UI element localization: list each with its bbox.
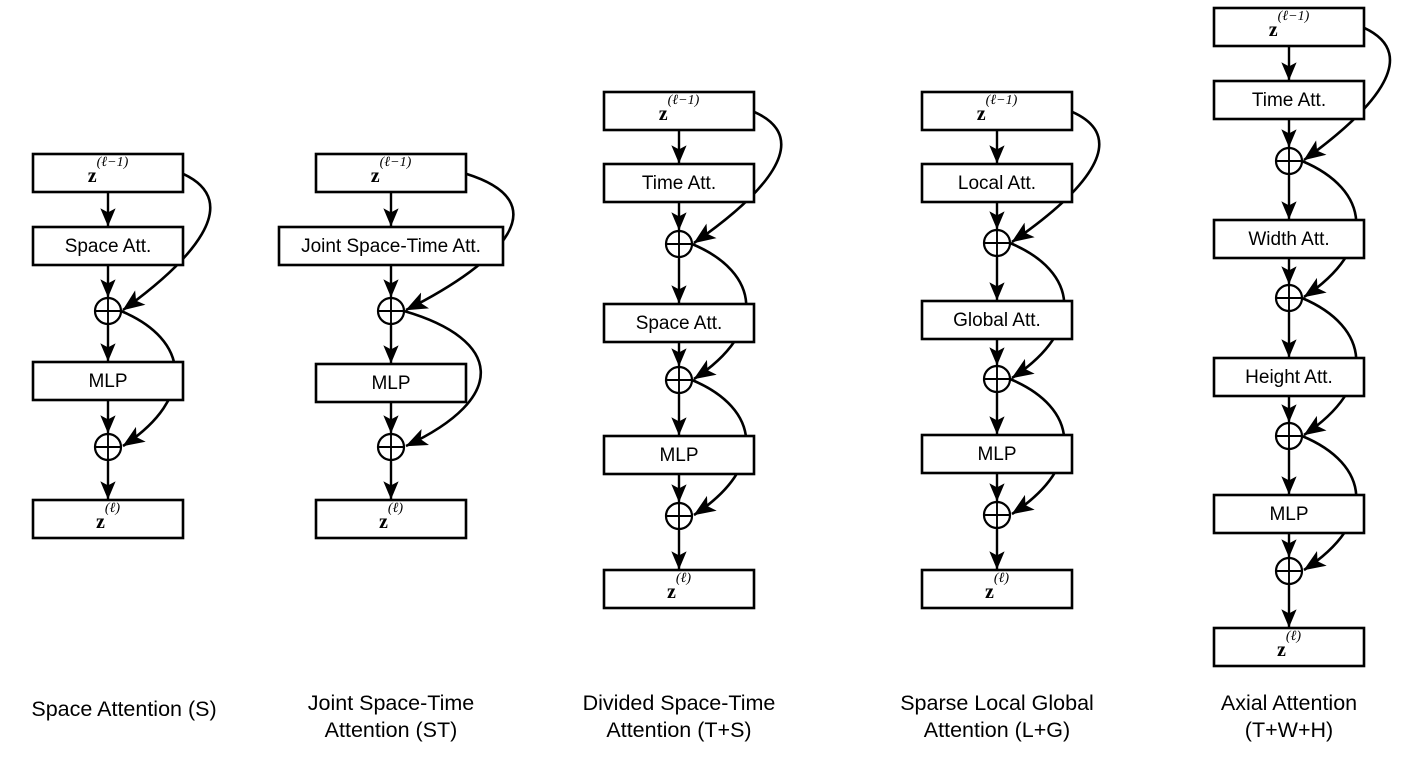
block-sparse-local-global-attention-input[interactable] <box>920 90 1074 132</box>
block-label-sparse-local-global-attention-local-att: Local Att. <box>958 173 1036 194</box>
block-label-space-attention-space-att: Space Att. <box>65 236 152 257</box>
caption-sparse: Sparse Local Global Attention (L+G) <box>900 691 1094 742</box>
block-sparse-local-global-attention-mlp[interactable] <box>920 433 1074 475</box>
block-space-attention-mlp[interactable] <box>31 360 185 402</box>
block-label-divided-space-time-attention-time-att: Time Att. <box>642 173 716 194</box>
caption-divided: Divided Space-Time Attention (T+S) <box>582 691 776 742</box>
column-joint-space-time-attention: z(ℓ−1) Joint Space-Time Att. MLP z(ℓ) <box>277 152 515 540</box>
block-label-divided-space-time-attention-mlp: MLP <box>659 445 698 466</box>
caption-axial: Axial Attention (T+W+H) <box>1220 691 1358 742</box>
block-label-sparse-local-global-attention-mlp: MLP <box>977 444 1016 465</box>
block-axial-attention-mlp[interactable] <box>1212 493 1366 535</box>
block-label-sparse-local-global-attention-input: z(ℓ−1) <box>977 93 1018 125</box>
block-axial-attention-time-att[interactable] <box>1212 79 1366 121</box>
column-divided-space-time-attention: z(ℓ−1) Time Att. Space Att. MLP z(ℓ) <box>602 90 783 610</box>
block-label-joint-space-time-attention-input: z(ℓ−1) <box>371 155 412 187</box>
block-joint-space-time-attention-input[interactable] <box>314 152 468 194</box>
column-space-attention: z(ℓ−1) Space Att. MLP z(ℓ) <box>31 152 212 540</box>
block-axial-attention-height-att[interactable] <box>1212 356 1366 398</box>
block-label-divided-space-time-attention-output: z(ℓ) <box>667 571 691 603</box>
block-space-attention-input[interactable] <box>31 152 185 194</box>
block-label-axial-attention-width-att: Width Att. <box>1248 229 1329 250</box>
block-label-axial-attention-input: z(ℓ−1) <box>1269 9 1310 41</box>
block-space-attention-output[interactable] <box>31 498 185 540</box>
block-joint-space-time-attention-output[interactable] <box>314 498 468 540</box>
block-label-divided-space-time-attention-space-att: Space Att. <box>636 313 723 334</box>
block-axial-attention-width-att[interactable] <box>1212 218 1366 260</box>
block-label-sparse-local-global-attention-global-att: Global Att. <box>953 310 1041 331</box>
caption-joint: Joint Space-Time Attention (ST) <box>307 691 475 742</box>
block-divided-space-time-attention-time-att[interactable] <box>602 162 756 204</box>
block-label-sparse-local-global-attention-output: z(ℓ) <box>985 571 1009 603</box>
block-label-axial-attention-output: z(ℓ) <box>1277 629 1301 661</box>
block-divided-space-time-attention-output[interactable] <box>602 568 756 610</box>
block-label-space-attention-input: z(ℓ−1) <box>88 155 129 187</box>
block-label-axial-attention-height-att: Height Att. <box>1245 367 1333 388</box>
block-label-divided-space-time-attention-input: z(ℓ−1) <box>659 93 700 125</box>
residual-connection-residual-time <box>1303 26 1392 162</box>
block-label-axial-attention-mlp: MLP <box>1269 504 1308 525</box>
residual-connection-residual-attn <box>122 172 212 312</box>
block-sparse-local-global-attention-output[interactable] <box>920 568 1074 610</box>
block-axial-attention-input[interactable] <box>1212 6 1366 48</box>
block-divided-space-time-attention-input[interactable] <box>602 90 756 132</box>
caption-space: Space Attention (S) <box>31 697 217 721</box>
residual-connection-residual-attn <box>405 172 515 312</box>
residual-connection-residual-time <box>693 110 783 245</box>
column-axial-attention: z(ℓ−1) Time Att. Width Att. Height Att. MLP z… <box>1212 6 1392 668</box>
block-label-joint-space-time-attention-mlp: MLP <box>371 373 410 394</box>
block-label-joint-space-time-attention-joint-space-time-att: Joint Space-Time Att. <box>301 236 481 257</box>
block-label-axial-attention-time-att: Time Att. <box>1252 90 1326 111</box>
block-divided-space-time-attention-mlp[interactable] <box>602 434 756 476</box>
column-sparse-local-global-attention: z(ℓ−1) Local Att. Global Att. MLP z(ℓ) <box>920 90 1101 610</box>
residual-connection-residual-mlp <box>403 309 483 448</box>
block-label-joint-space-time-attention-output: z(ℓ) <box>379 501 403 533</box>
block-divided-space-time-attention-space-att[interactable] <box>602 302 756 344</box>
block-joint-space-time-attention-mlp[interactable] <box>314 362 468 404</box>
block-space-attention-space-att[interactable] <box>31 225 185 267</box>
block-label-space-attention-mlp: MLP <box>88 371 127 392</box>
block-sparse-local-global-attention-global-att[interactable] <box>920 299 1074 341</box>
block-label-space-attention-output: z(ℓ) <box>96 501 120 533</box>
residual-connection-residual-local <box>1011 110 1101 244</box>
block-joint-space-time-attention-joint-space-time-att[interactable] <box>277 225 505 267</box>
block-axial-attention-output[interactable] <box>1212 626 1366 668</box>
columns-group: z(ℓ−1) Space Att. MLP z(ℓ) z(ℓ−1) Joint Space… <box>31 6 1392 668</box>
block-sparse-local-global-attention-local-att[interactable] <box>920 162 1074 204</box>
